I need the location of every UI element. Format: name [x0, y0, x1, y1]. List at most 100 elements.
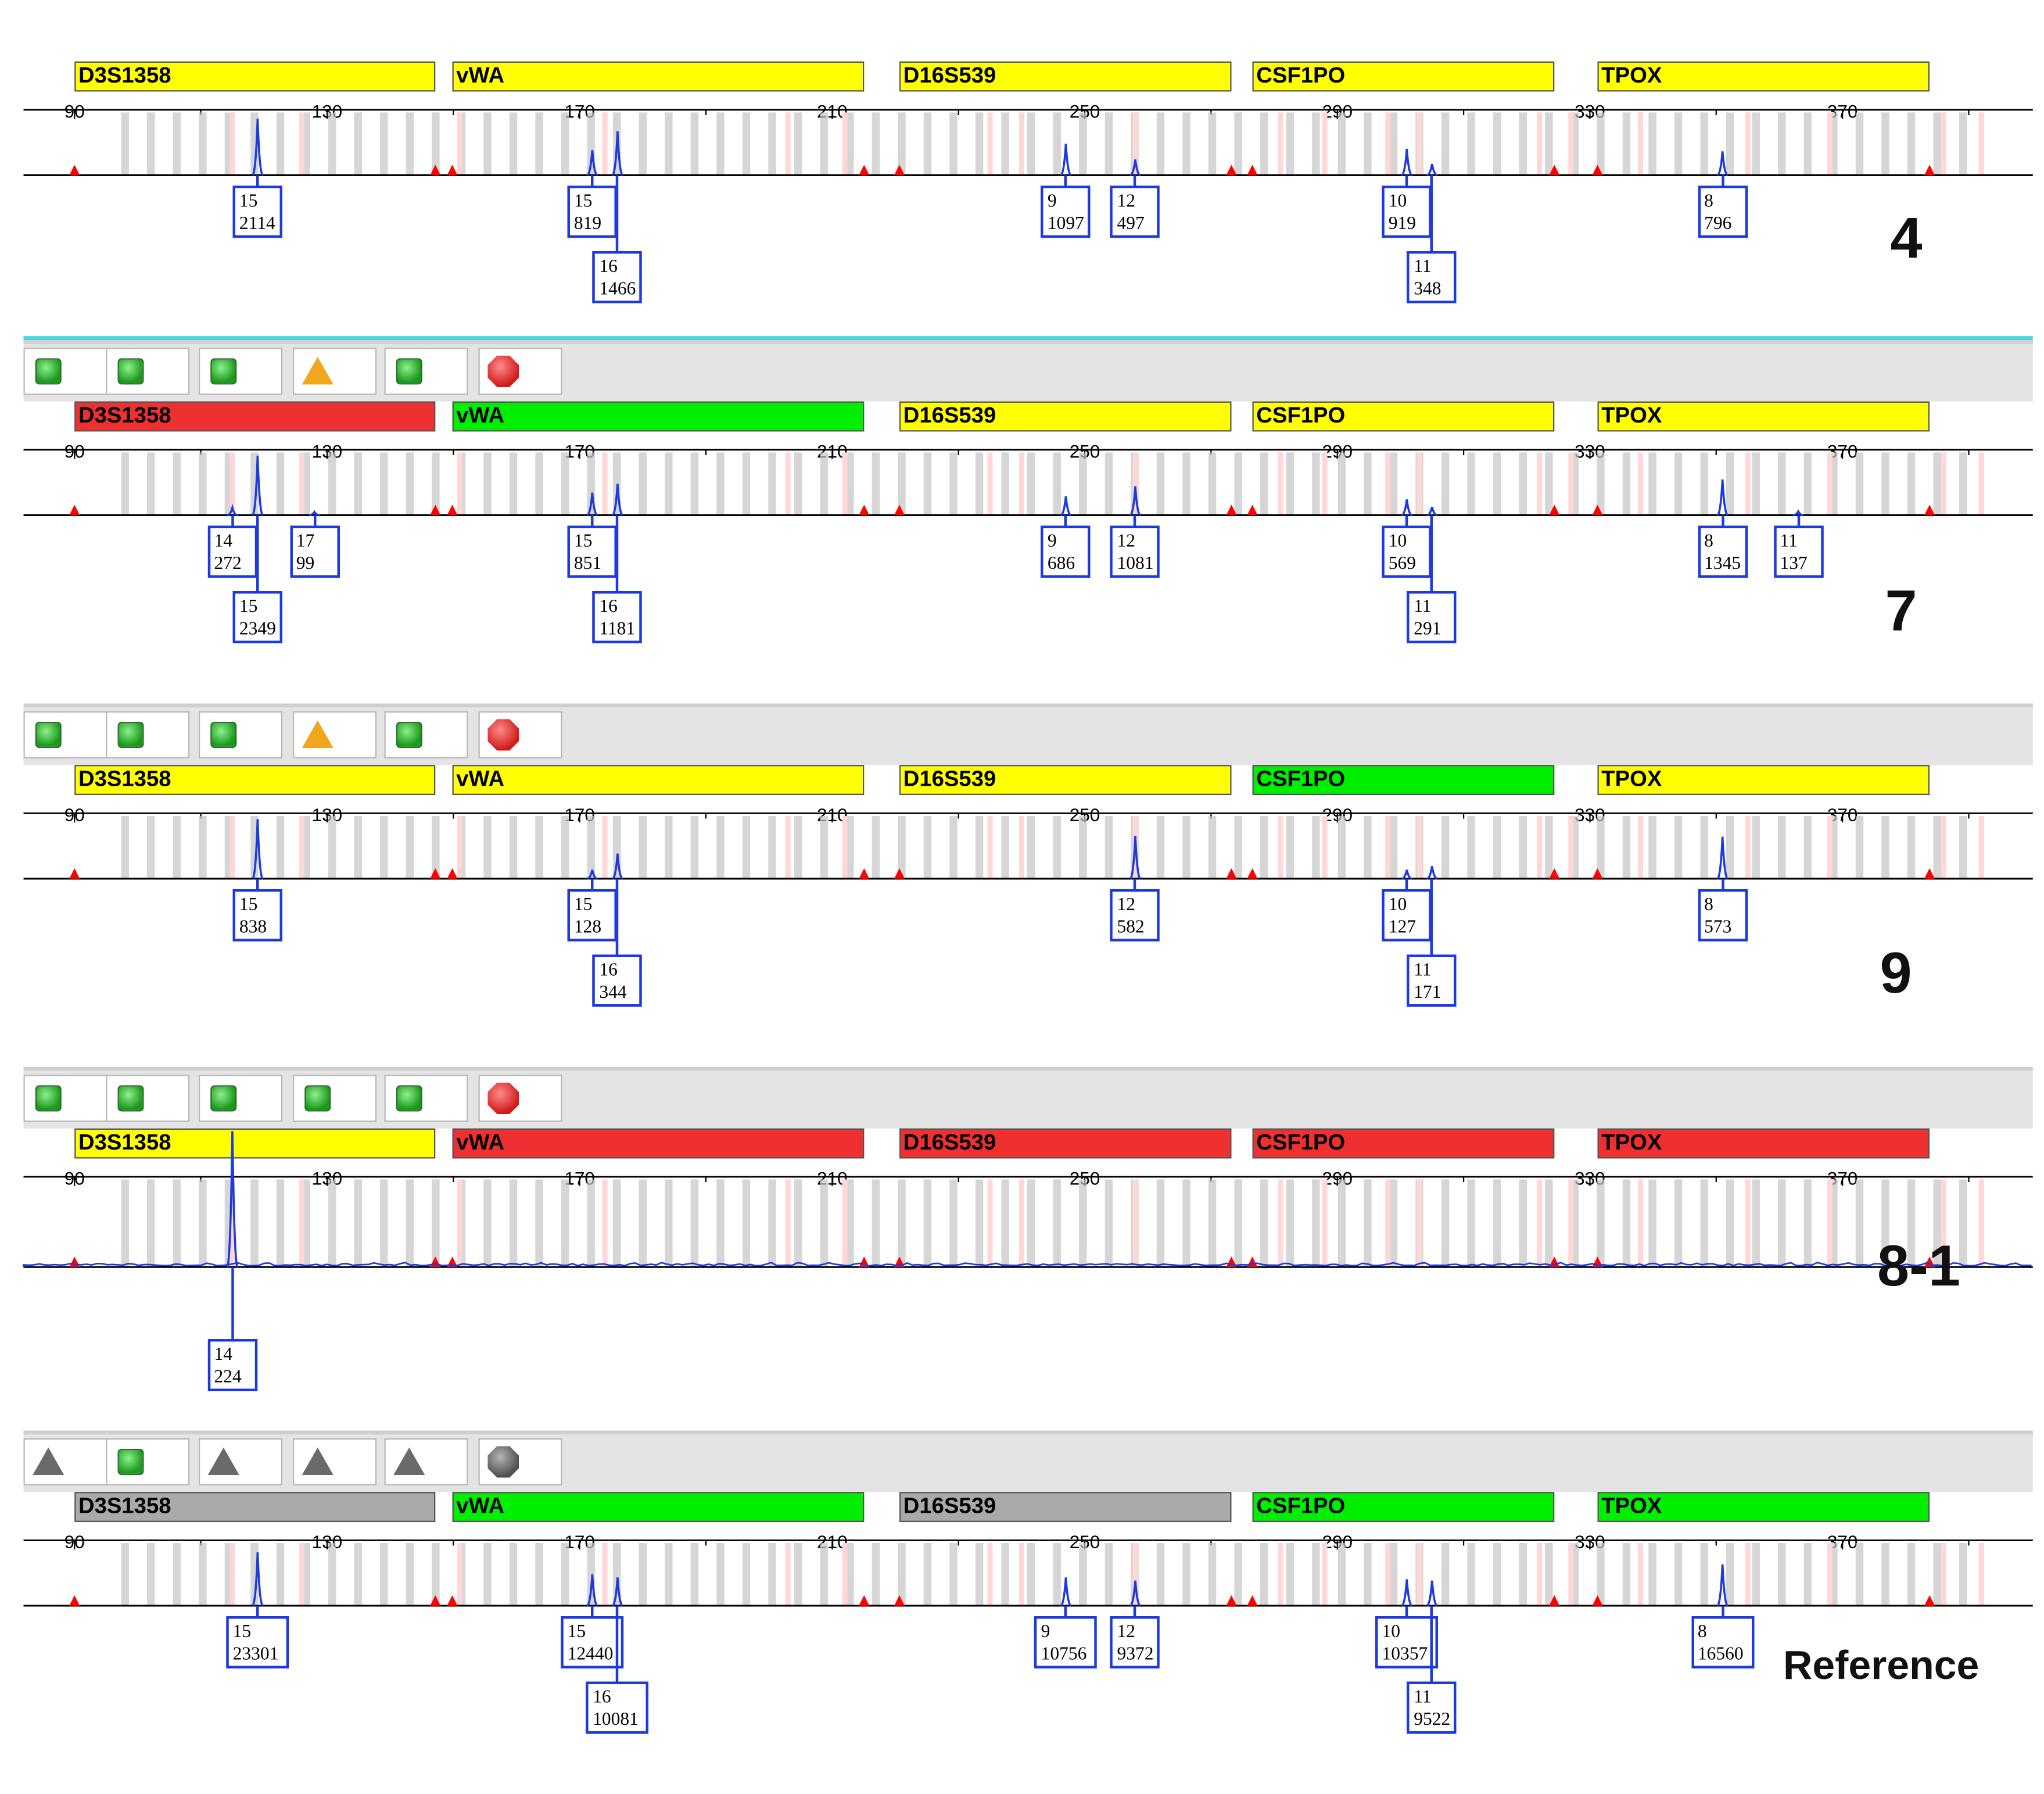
locus-bar-tpox[interactable]: TPOX: [1598, 1492, 1930, 1522]
quality-flag-button[interactable]: [385, 1438, 468, 1485]
allelic-bin: [1312, 1180, 1320, 1267]
locus-bar-tpox[interactable]: TPOX: [1598, 62, 1930, 92]
quality-flag-button[interactable]: [199, 1438, 282, 1485]
off-ladder-guide: [1827, 1180, 1833, 1267]
locus-bar-tpox[interactable]: TPOX: [1598, 1129, 1930, 1159]
allele-number: 16: [599, 596, 640, 618]
locus-bar-d16s539[interactable]: D16S539: [899, 402, 1232, 432]
locus-bar-vwa[interactable]: vWA: [453, 62, 865, 92]
quality-flag-button[interactable]: [479, 348, 562, 395]
locus-bar-d16s539[interactable]: D16S539: [899, 62, 1232, 92]
quality-flag-button[interactable]: [293, 348, 376, 395]
locus-bar-d3s1358[interactable]: D3S1358: [74, 1492, 435, 1522]
locus-bar-vwa[interactable]: vWA: [453, 1129, 865, 1159]
quality-flag-button[interactable]: [24, 1075, 107, 1122]
quality-flag-button[interactable]: [479, 1438, 562, 1485]
locus-bar-d3s1358[interactable]: D3S1358: [74, 402, 435, 432]
off-ladder-guide: [1385, 453, 1390, 515]
quality-flag-button[interactable]: [24, 711, 107, 758]
quality-flag-button[interactable]: [199, 711, 282, 758]
quality-flag-button[interactable]: [293, 1075, 376, 1122]
quality-flag-button[interactable]: [106, 1075, 189, 1122]
quality-flag-button[interactable]: [293, 711, 376, 758]
pass-square-icon: [210, 722, 236, 748]
locus-bar-d3s1358[interactable]: D3S1358: [74, 765, 435, 795]
allelic-bin: [1001, 113, 1009, 176]
locus-bar-vwa[interactable]: vWA: [453, 402, 865, 432]
locus-bar-csf1po[interactable]: CSF1PO: [1253, 1492, 1555, 1522]
allelic-bin: [1027, 113, 1035, 176]
peak-height: 171: [1414, 982, 1454, 1004]
quality-flag-button[interactable]: [106, 348, 189, 395]
allele-number: 11: [1414, 596, 1454, 618]
quality-flag-button[interactable]: [24, 348, 107, 395]
off-ladder-guide: [786, 453, 791, 515]
locus-bar-d16s539[interactable]: D16S539: [899, 1492, 1232, 1522]
locus-bar-tpox[interactable]: TPOX: [1598, 402, 1930, 432]
allelic-bin: [794, 816, 802, 879]
quality-flag-button[interactable]: [385, 711, 468, 758]
quality-flag-button[interactable]: [24, 1438, 107, 1485]
quality-flag-button[interactable]: [106, 711, 189, 758]
locus-bar-csf1po[interactable]: CSF1PO: [1253, 765, 1555, 795]
locus-bar-d16s539[interactable]: D16S539: [899, 1129, 1232, 1159]
quality-flag-button[interactable]: [479, 711, 562, 758]
quality-flag-button[interactable]: [106, 1438, 189, 1485]
allelic-bin: [1778, 816, 1786, 879]
locus-bar-d3s1358[interactable]: D3S1358: [74, 1129, 435, 1159]
locus-bar-csf1po[interactable]: CSF1PO: [1253, 1129, 1555, 1159]
quality-flag-button[interactable]: [385, 348, 468, 395]
locus-bar-d16s539[interactable]: D16S539: [899, 765, 1232, 795]
allelic-bin: [510, 1543, 518, 1606]
locus-bar-vwa[interactable]: vWA: [453, 765, 865, 795]
locus-bar-vwa[interactable]: vWA: [453, 1492, 865, 1522]
quality-flag-button[interactable]: [385, 1075, 468, 1122]
allelic-bin: [535, 453, 543, 515]
locus-bar-csf1po[interactable]: CSF1PO: [1253, 62, 1555, 92]
locus-bar-csf1po[interactable]: CSF1PO: [1253, 402, 1555, 432]
quality-flag-button[interactable]: [293, 1438, 376, 1485]
allelic-bin: [1674, 113, 1683, 176]
locus-bar-d3s1358[interactable]: D3S1358: [74, 62, 435, 92]
quality-flag-button[interactable]: [199, 1075, 282, 1122]
locus-bar-tpox[interactable]: TPOX: [1598, 765, 1930, 795]
quality-flag-button[interactable]: [199, 348, 282, 395]
quality-flag-button[interactable]: [479, 1075, 562, 1122]
allelic-bin: [768, 113, 776, 176]
